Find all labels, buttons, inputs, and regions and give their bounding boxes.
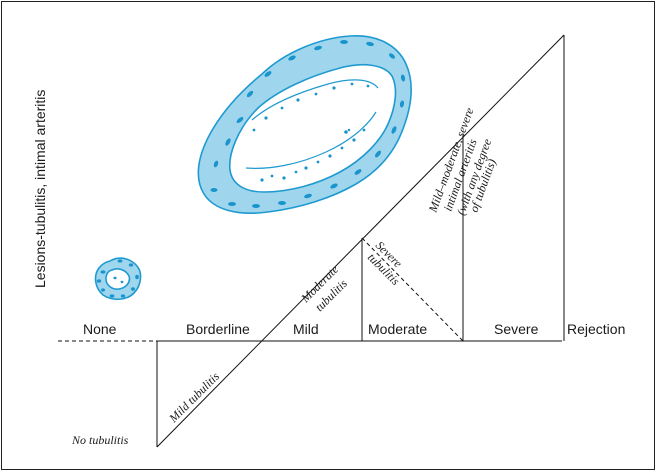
severe-tubulitis-dashed	[361, 237, 464, 342]
category-rejection: Rejection	[567, 321, 625, 337]
category-mild: Mild	[293, 321, 319, 337]
label-mild-tubulitis: Mild tubulitis	[166, 369, 223, 426]
diagonal-line	[156, 34, 565, 448]
artery-illustration	[197, 35, 412, 214]
category-borderline: Borderline	[186, 321, 250, 337]
label-no-tubulitis: No tubulitis	[71, 433, 129, 447]
category-moderate: Moderate	[368, 321, 427, 337]
small-tubule-illustration	[94, 257, 142, 301]
category-severe: Severe	[494, 321, 539, 337]
y-axis-label: Lesions-tubulitis, intimal arteritis	[32, 90, 48, 288]
category-none: None	[83, 321, 117, 337]
